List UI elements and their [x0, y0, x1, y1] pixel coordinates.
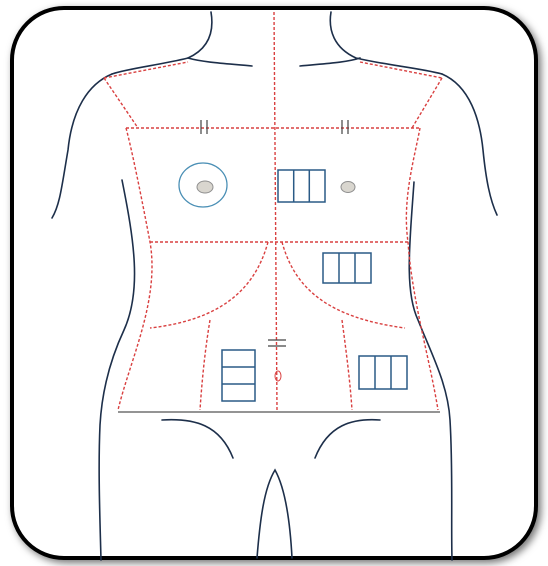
stoma-site-right [341, 182, 355, 193]
stoma-site-left [197, 181, 213, 193]
